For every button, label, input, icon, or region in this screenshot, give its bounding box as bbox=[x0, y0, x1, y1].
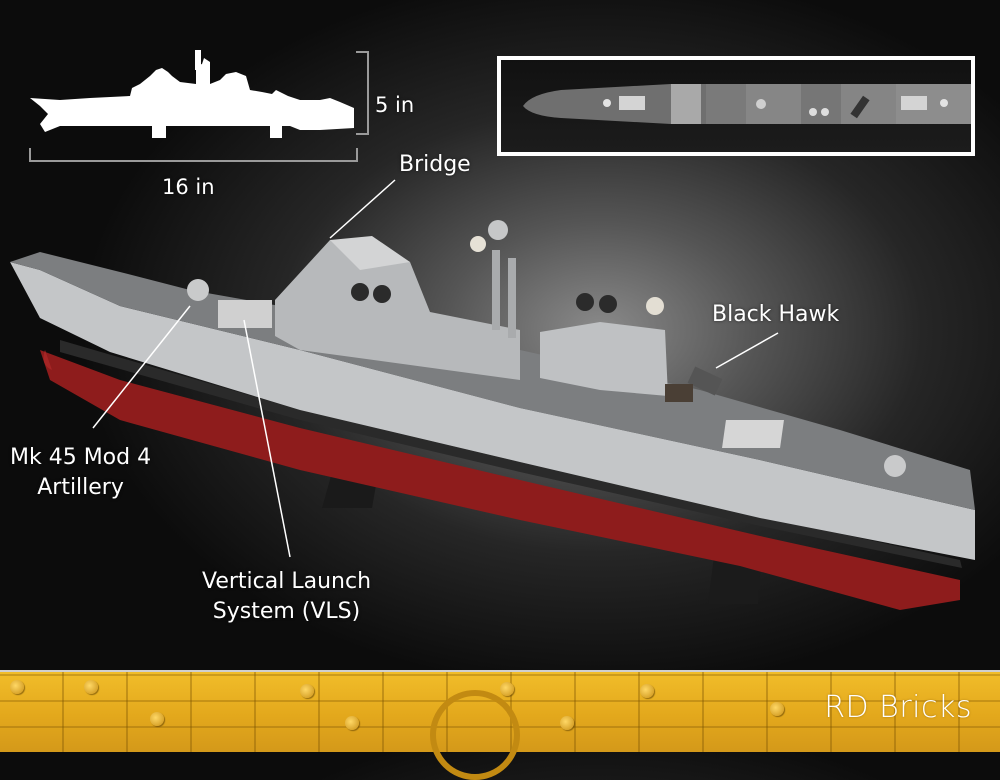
artillery-callout-line bbox=[92, 305, 191, 429]
height-bracket bbox=[356, 51, 369, 135]
ship-silhouette bbox=[30, 50, 354, 138]
brick-pattern-footer: RD Bricks bbox=[0, 670, 1000, 780]
height-dimension-label: 5 in bbox=[375, 93, 415, 117]
stud-decoration bbox=[345, 716, 359, 730]
ship-top-view bbox=[523, 84, 971, 124]
stud-decoration bbox=[640, 684, 654, 698]
length-bracket bbox=[29, 148, 358, 162]
stud-decoration bbox=[10, 680, 24, 694]
artillery-label-line1: Mk 45 Mod 4 bbox=[10, 445, 152, 470]
stud-decoration bbox=[560, 716, 574, 730]
vls-label: Vertical Launch System (VLS) bbox=[202, 567, 371, 627]
black-hawk-label: Black Hawk bbox=[712, 302, 840, 327]
brand-logo-text: RD Bricks bbox=[824, 690, 972, 725]
artillery-label: Mk 45 Mod 4 Artillery bbox=[10, 443, 151, 503]
bridge-label: Bridge bbox=[399, 152, 471, 177]
stud-decoration bbox=[150, 712, 164, 726]
black-hawk-callout-line bbox=[715, 332, 779, 369]
vls-label-line2: System (VLS) bbox=[212, 599, 361, 624]
vls-label-line1: Vertical Launch bbox=[202, 569, 372, 594]
bridge-callout-line bbox=[329, 179, 396, 239]
length-dimension-label: 16 in bbox=[162, 175, 215, 199]
stud-decoration bbox=[770, 702, 784, 716]
top-view-frame bbox=[497, 56, 975, 156]
ship-silhouette-diagram bbox=[10, 50, 975, 610]
stud-decoration bbox=[300, 684, 314, 698]
vls-callout-line bbox=[243, 319, 291, 558]
stud-decoration bbox=[84, 680, 98, 694]
artillery-label-line2: Artillery bbox=[37, 475, 124, 500]
stud-decoration bbox=[500, 682, 514, 696]
ship-model-render bbox=[10, 220, 975, 610]
gear-decoration bbox=[430, 690, 520, 780]
